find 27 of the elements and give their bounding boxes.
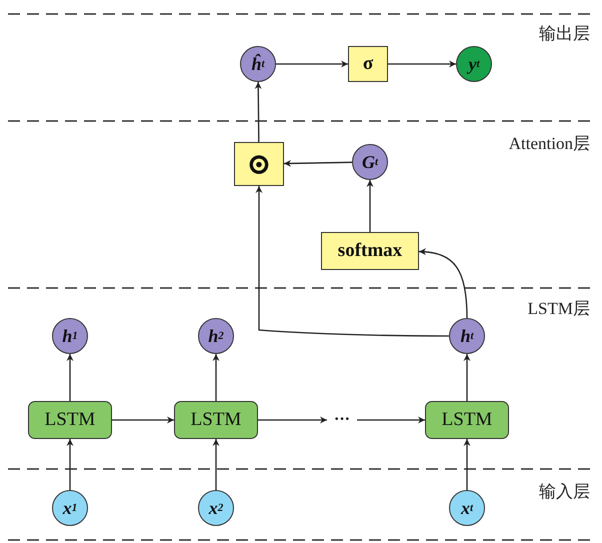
arrow xyxy=(464,354,470,401)
arrow xyxy=(112,416,174,424)
operation-box: softmax xyxy=(321,232,419,270)
arrow xyxy=(366,180,374,232)
arrow xyxy=(256,186,449,337)
arrow xyxy=(254,82,262,142)
operation-box: ⊙ xyxy=(234,142,284,186)
arrow xyxy=(464,439,470,490)
arrow xyxy=(284,160,352,167)
layer-label: LSTM层 xyxy=(528,298,590,320)
arrow xyxy=(212,439,220,490)
lstm-cell-box: LSTM xyxy=(425,401,509,439)
layer-label: Attention层 xyxy=(508,133,590,155)
arrow xyxy=(258,416,327,424)
arrow xyxy=(276,60,348,68)
arrow xyxy=(357,416,425,424)
lstm-cell-box: LSTM xyxy=(28,401,112,439)
layer-label: 输入层 xyxy=(539,481,590,503)
lstm-cell-box: LSTM xyxy=(174,401,258,439)
arrow xyxy=(66,354,74,401)
operation-box: σ xyxy=(348,46,388,82)
arrow xyxy=(66,439,74,490)
ellipsis-text: ··· xyxy=(327,410,357,430)
layer-label: 输出层 xyxy=(539,23,590,45)
arrow xyxy=(212,354,220,401)
arrow xyxy=(388,60,456,68)
arrow xyxy=(418,248,468,318)
